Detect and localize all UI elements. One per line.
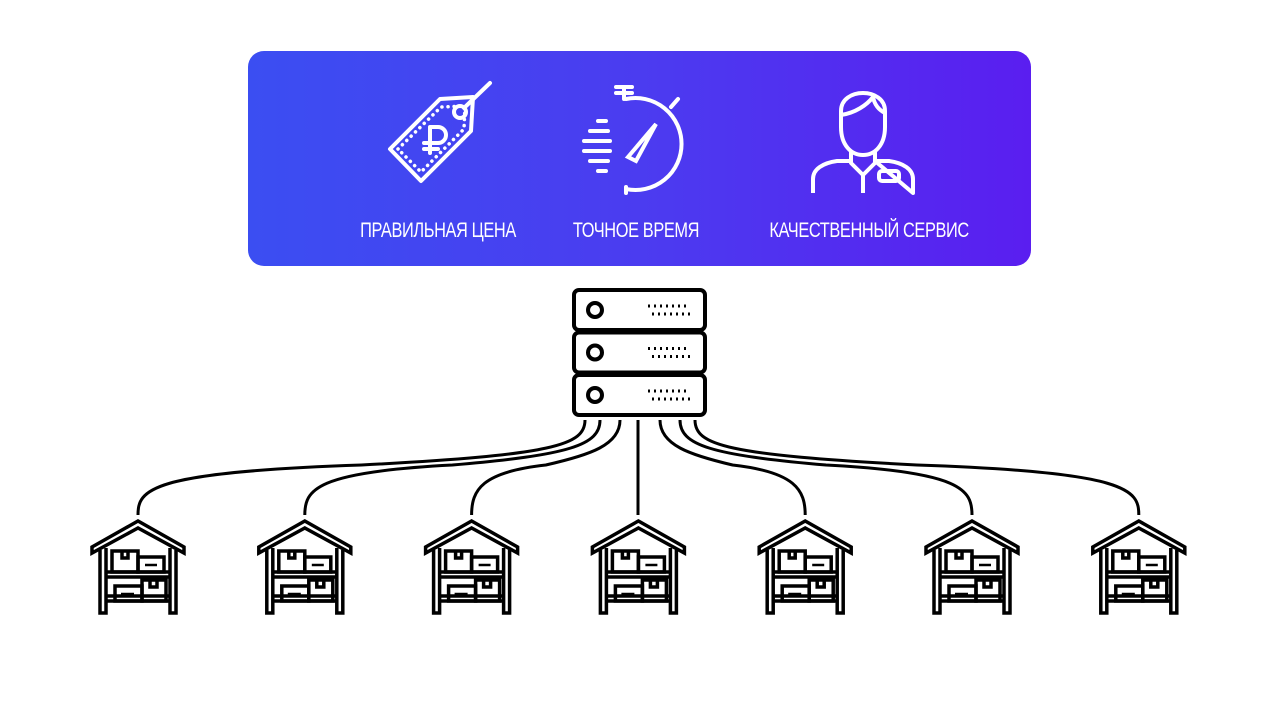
server-unit (572, 330, 707, 375)
warehouse-icon (757, 518, 853, 615)
server-unit (572, 288, 707, 332)
connection-line (470, 419, 622, 516)
connection-line (303, 419, 602, 516)
warehouse-icon (90, 518, 186, 615)
server-unit (572, 373, 707, 417)
feature-correct-price: ПРАВИЛЬНАЯ ЦЕНА (318, 51, 558, 266)
feature-label: ТОЧНОЕ ВРЕМЯ (572, 219, 700, 242)
ruble-price-tag-icon (388, 81, 492, 183)
features-banner: ПРАВИЛЬНАЯ ЦЕНА ТОЧНОЕ ВРЕМЯ КАЧЕСТВЕННЫ… (248, 51, 1031, 266)
connection-line (136, 419, 587, 516)
feature-quality-service: КАЧЕСТВЕННЫЙ СЕРВИС (743, 51, 983, 266)
server-icon (572, 288, 707, 417)
warehouse-icon (590, 518, 687, 615)
warehouse-icon (257, 518, 353, 615)
warehouse-icon (1091, 518, 1187, 615)
warehouse-icon (423, 518, 520, 615)
warehouse-icon (924, 518, 1020, 615)
connection-line (693, 419, 1141, 516)
connection-line (658, 419, 807, 516)
feature-label: ПРАВИЛЬНАЯ ЦЕНА (360, 219, 516, 242)
feature-exact-time: ТОЧНОЕ ВРЕМЯ (516, 51, 756, 266)
feature-label: КАЧЕСТВЕННЫЙ СЕРВИС (769, 219, 969, 242)
service-person-icon (811, 91, 915, 195)
stopwatch-icon (582, 85, 684, 195)
connection-line (678, 419, 974, 516)
